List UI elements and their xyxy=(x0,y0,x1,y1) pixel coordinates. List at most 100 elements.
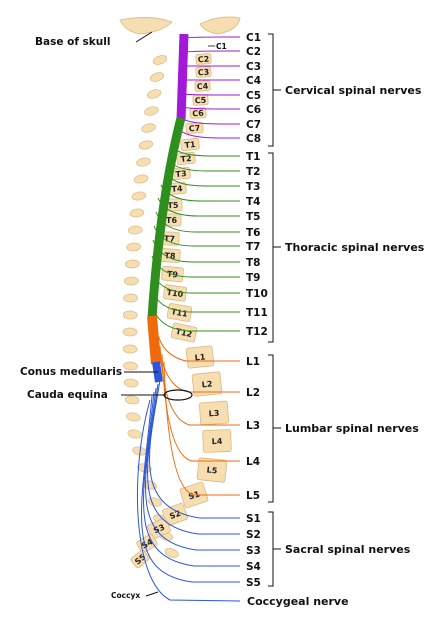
nerve-label-c7: C7 xyxy=(246,119,261,131)
conus-medullaris-label: Conus medullaris xyxy=(20,366,122,378)
nerve-label-l1: L1 xyxy=(246,356,260,368)
nerve-label-t6: T6 xyxy=(246,227,260,239)
spinous-process xyxy=(136,157,151,167)
vertebral-body xyxy=(185,122,204,134)
vertebra-label: C3 xyxy=(198,68,210,78)
vertebra-label: T10 xyxy=(166,288,184,299)
nerve-label-t8: T8 xyxy=(246,257,260,269)
vertebra-c7: C7 xyxy=(185,122,204,134)
spinous-process xyxy=(123,378,139,388)
vertebra-c4: C4 xyxy=(194,80,211,92)
vertebra-label: T8 xyxy=(164,251,176,261)
nerve-label-t1: T1 xyxy=(246,151,260,163)
vertebral-body xyxy=(196,457,228,483)
spinous-process xyxy=(122,344,138,354)
vertebra-label: C7 xyxy=(189,124,201,134)
spinous-process xyxy=(141,123,156,133)
thoracic-bracket xyxy=(268,152,274,343)
coccyx-pointer xyxy=(145,591,159,597)
vertebral-body xyxy=(180,137,200,152)
coccygeal-group-label: Coccygeal nerve xyxy=(247,595,349,608)
vertebral-body xyxy=(189,107,207,119)
vertebral-body xyxy=(176,151,196,166)
vertebral-body xyxy=(194,80,211,92)
nerve-label-c8: C8 xyxy=(246,133,261,145)
cauda-equina-bundle-marker xyxy=(163,389,193,401)
nerve-label-l5: L5 xyxy=(246,490,260,502)
vertebra-t8: T8 xyxy=(159,248,181,263)
vertebra-t1: T1 xyxy=(180,137,200,152)
spinous-process xyxy=(129,208,145,218)
coccyx-label: Coccyx xyxy=(111,591,140,600)
lumbar-group-label: Lumbar spinal nerves xyxy=(285,422,419,435)
vertebra-label: T4 xyxy=(171,184,183,194)
cervical-cord-segment xyxy=(176,33,189,121)
spinous-process xyxy=(133,174,149,184)
nerve-label-t4: T4 xyxy=(246,196,260,208)
spinous-process xyxy=(124,395,140,405)
vertebral-body xyxy=(166,303,193,322)
nerve-label-c2: C2 xyxy=(246,46,261,58)
sacral-group-label: Sacral spinal nerves xyxy=(285,543,411,556)
nerve-label-s2: S2 xyxy=(246,529,261,541)
nerve-line-c2 xyxy=(185,50,240,53)
vertebra-c3: C3 xyxy=(195,66,212,78)
vertebral-body xyxy=(147,517,171,540)
nerve-label-c1: C1 xyxy=(246,32,261,44)
vertebra-label: T2 xyxy=(180,154,192,164)
nerve-label-t7: T7 xyxy=(246,241,260,253)
spinous-process xyxy=(126,242,141,252)
spinous-process xyxy=(131,191,147,201)
spinous-process xyxy=(127,225,143,235)
vertebral-body xyxy=(191,371,223,397)
vertebra-l3: L3 xyxy=(199,400,229,426)
vertebra-c5: C5 xyxy=(192,94,209,106)
nerve-label-t11: T11 xyxy=(246,307,268,319)
vertebra-label: L5 xyxy=(206,465,218,475)
vertebral-body xyxy=(195,66,212,78)
base-of-skull-label: Base of skull xyxy=(35,36,110,48)
nerve-line-coccygeal xyxy=(137,399,241,602)
vertebra-l1: L1 xyxy=(185,345,215,369)
vertebra-label: C6 xyxy=(192,109,204,119)
vertebra-label: C5 xyxy=(195,96,207,106)
vertebra-l5: L5 xyxy=(196,457,228,483)
nerve-labels: C1C2C3C4C5C6C7C8T1T2T3T4T5T6T7T8T9T10T11… xyxy=(246,32,268,589)
nerve-label-t10: T10 xyxy=(246,288,268,300)
vertebral-body xyxy=(185,345,215,369)
spinous-process xyxy=(124,276,139,286)
nerve-label-t12: T12 xyxy=(246,326,268,338)
vertebra-label: L4 xyxy=(212,437,223,446)
vertebra-label: L3 xyxy=(208,409,219,419)
cervical-group-label: Cervical spinal nerves xyxy=(285,84,422,97)
nerve-label-t9: T9 xyxy=(246,272,260,284)
vertebra-label: L2 xyxy=(201,379,213,389)
thoracic-cord-segment xyxy=(147,116,186,319)
thoracic-group-label: Thoracic spinal nerves xyxy=(285,241,425,254)
nerve-label-c3: C3 xyxy=(246,61,261,73)
vertebra-c2: C2 xyxy=(195,53,212,65)
group-brackets xyxy=(268,33,281,587)
cauda-equina-label: Cauda equina xyxy=(27,389,108,401)
vertebra-c6: C6 xyxy=(189,107,207,119)
vertebra-label: L1 xyxy=(194,352,206,362)
vertebra-l4: L4 xyxy=(202,429,232,453)
nerve-label-c4: C4 xyxy=(246,75,261,87)
vertebra-label: T6 xyxy=(166,216,177,225)
nerve-label-s5: S5 xyxy=(246,577,261,589)
nerve-line-s2 xyxy=(147,383,240,535)
nerve-label-c5: C5 xyxy=(246,90,261,102)
spinous-process xyxy=(144,106,159,116)
nerve-label-l3: L3 xyxy=(246,420,260,432)
spinous-process xyxy=(126,412,141,422)
vertebra-t11: T11 xyxy=(166,303,193,322)
nerve-line-c5 xyxy=(182,93,240,96)
nerve-label-s4: S4 xyxy=(246,561,261,573)
sacral-bracket xyxy=(268,511,274,587)
spinous-process xyxy=(125,259,140,269)
nerve-label-t2: T2 xyxy=(246,166,260,178)
nerve-line-s3 xyxy=(145,387,240,551)
vertebra-t12: T12 xyxy=(170,322,198,343)
